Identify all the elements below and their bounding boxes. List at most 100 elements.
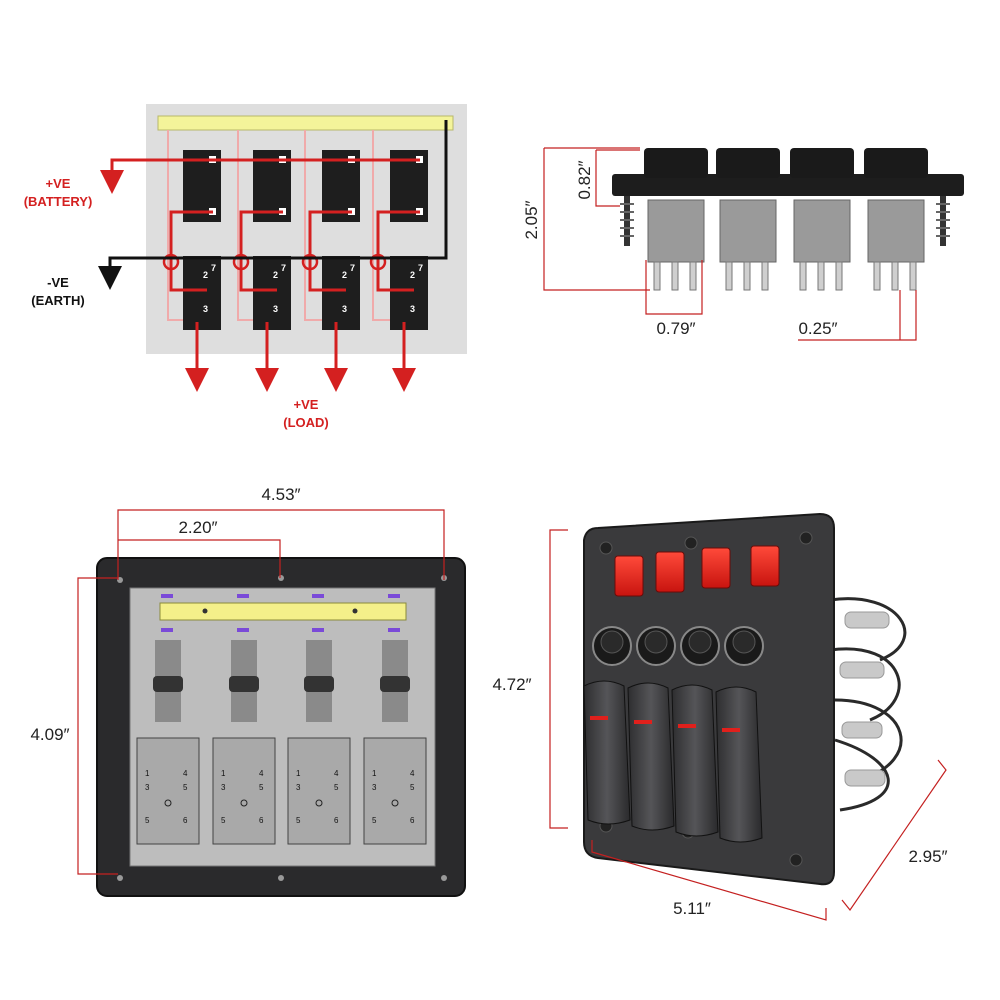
front-width-label: 5.11″ — [673, 899, 711, 918]
terminal-pin — [671, 261, 679, 291]
terminal-number: 3 — [410, 304, 415, 314]
switch-unit: 273 — [232, 150, 291, 392]
rocker-top — [644, 148, 708, 178]
battery-label: +VE (BATTERY) — [24, 176, 93, 209]
terminal-pin — [761, 261, 769, 291]
jumper-wire — [376, 262, 414, 292]
switch-unit: 273 — [162, 150, 221, 392]
earth-label-sign: -VE — [47, 275, 69, 290]
front-switch — [715, 545, 780, 843]
breaker-reset — [153, 676, 183, 692]
rocker-top — [864, 148, 928, 178]
jumper-wire — [376, 210, 420, 262]
side-switch — [716, 148, 780, 291]
rocker-housing — [212, 737, 276, 845]
switch-width-label: 0.79″ — [656, 319, 695, 338]
side-switch — [790, 148, 854, 291]
lower-block — [183, 256, 221, 330]
pin-label: 6 — [410, 816, 415, 825]
switch-body — [793, 199, 851, 263]
lower-block — [253, 256, 291, 330]
breaker-reset — [380, 676, 410, 692]
indicator-led — [312, 628, 324, 632]
pin-hole — [391, 799, 399, 807]
busbar — [157, 115, 454, 131]
earth-wire — [98, 120, 448, 290]
jumper-wire — [239, 262, 277, 292]
lower-block — [322, 256, 360, 330]
indicator-led — [388, 594, 400, 598]
pin-hole — [164, 799, 172, 807]
pin-label: 5 — [372, 816, 377, 825]
height-panel-label: 0.82″ — [575, 160, 594, 199]
pin-label: 3 — [145, 783, 150, 792]
front-height-label: 4.72″ — [492, 675, 531, 694]
load-label-sign: +VE — [294, 397, 319, 412]
rocker-housing — [287, 737, 351, 845]
indicator-led — [312, 594, 324, 598]
terminal-pin — [909, 261, 917, 291]
battery-label-sign: +VE — [46, 176, 71, 191]
jumper-wire — [308, 262, 346, 292]
breaker-reset — [304, 676, 334, 692]
pin-label: 6 — [259, 816, 264, 825]
rocker-indicator — [678, 724, 696, 728]
terminal-spacing-label: 0.25″ — [798, 319, 837, 338]
jumper-wire — [239, 210, 283, 262]
indicator-led — [237, 628, 249, 632]
fuse-indicator — [701, 547, 731, 589]
pin-label: 4 — [334, 769, 339, 778]
pin-label: 5 — [334, 783, 339, 792]
front-switch — [627, 551, 685, 831]
rocker-switch — [715, 686, 763, 843]
terminal-number: 3 — [273, 304, 278, 314]
pin-label: 1 — [221, 769, 226, 778]
front-switch — [583, 555, 644, 825]
terminal-number: 2 — [203, 270, 208, 280]
pin-label: 4 — [410, 769, 415, 778]
earth-label-text: (EARTH) — [31, 293, 84, 308]
pin-label: 6 — [183, 816, 188, 825]
terminal-number: 2 — [410, 270, 415, 280]
pin-label: 1 — [296, 769, 301, 778]
load-label-text: (LOAD) — [283, 415, 329, 430]
jumper-wire — [308, 210, 352, 262]
pin-hole — [315, 799, 323, 807]
rocker-indicator — [634, 720, 652, 724]
terminal-number: 7 — [350, 263, 355, 273]
pin-label: 3 — [296, 783, 301, 792]
side-dimension-lines — [543, 147, 917, 341]
back-width-label: 4.53″ — [261, 485, 300, 504]
breaker-button — [732, 630, 756, 654]
switch-body — [719, 199, 777, 263]
switch-body — [647, 199, 705, 263]
terminal-number: 3 — [342, 304, 347, 314]
lower-block — [390, 256, 428, 330]
back-half-width-label: 2.20″ — [178, 518, 217, 537]
back-busbar — [159, 602, 407, 621]
pin-label: 4 — [259, 769, 264, 778]
breaker-button — [644, 630, 668, 654]
pin-hole — [240, 799, 248, 807]
rocker-switch — [627, 682, 675, 831]
terminal-number: 7 — [418, 263, 423, 273]
side-switch — [644, 148, 708, 291]
switch-unit: 27 3 — [369, 150, 428, 392]
rocker-switch — [583, 680, 631, 825]
terminal-pin — [873, 261, 881, 291]
rocker-switch — [671, 684, 719, 837]
load-label: +VE (LOAD) — [283, 397, 329, 430]
side-switch — [864, 148, 928, 291]
pin-label: 6 — [334, 816, 339, 825]
side-screws — [620, 196, 950, 246]
pin-label: 5 — [259, 783, 264, 792]
battery-label-text: (BATTERY) — [24, 194, 93, 209]
switch-body — [867, 199, 925, 263]
front-switch — [671, 547, 731, 837]
indicator-led — [237, 594, 249, 598]
